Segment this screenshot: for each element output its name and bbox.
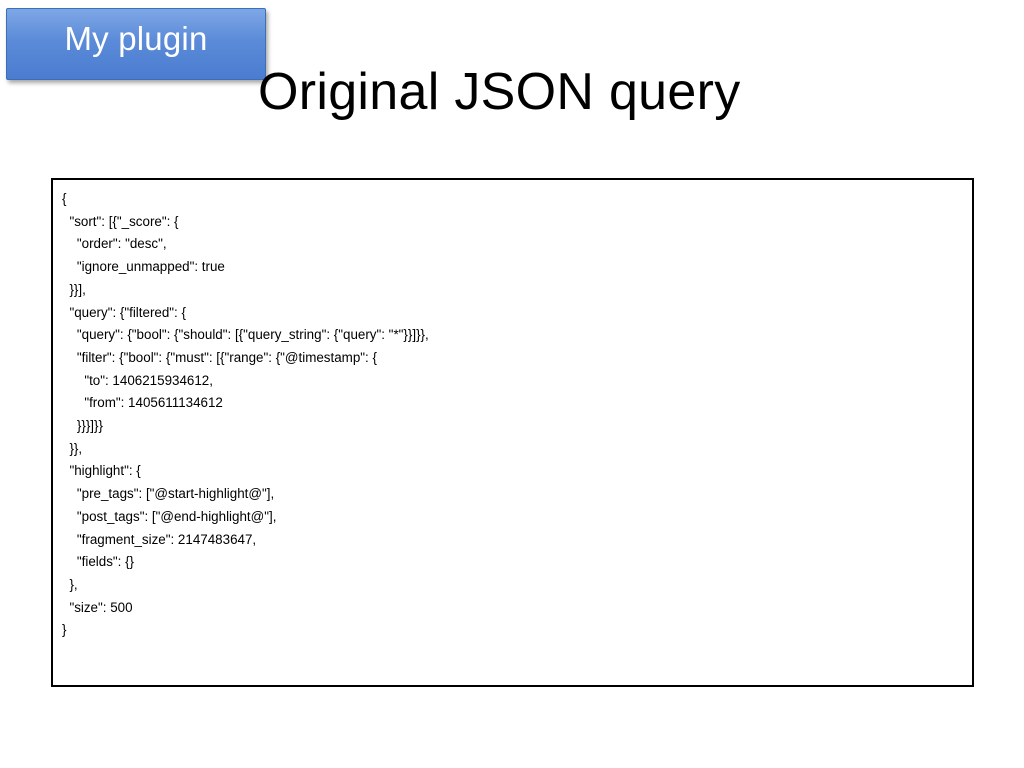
code-line: "size": 500: [62, 599, 133, 615]
code-line: }: [62, 622, 67, 638]
code-line: }}],: [62, 281, 86, 297]
code-line: "filter": {"bool": {"must": [{"range": {…: [62, 349, 377, 365]
code-line: "sort": [{"_score": {: [62, 213, 179, 229]
code-line: "to": 1406215934612,: [62, 372, 213, 388]
code-line: {: [62, 191, 67, 206]
code-line: "query": {"bool": {"should": [{"query_st…: [62, 327, 429, 343]
json-code-frame: { "sort": [{"_score": { "order": "desc",…: [51, 178, 974, 687]
code-line: "fragment_size": 2147483647,: [62, 531, 257, 547]
code-line: "ignore_unmapped": true: [62, 259, 225, 275]
plugin-tag-label: My plugin: [64, 20, 208, 57]
code-line: "highlight": {: [62, 463, 141, 479]
code-line: "from": 1405611134612: [62, 395, 223, 411]
code-line: "fields": {}: [62, 554, 135, 570]
code-line: }}}]}}: [62, 418, 103, 434]
code-line: }},: [62, 440, 83, 456]
code-line: "post_tags": ["@end-highlight@"],: [62, 508, 277, 524]
plugin-tag-box: My plugin: [6, 8, 266, 80]
code-line: "order": "desc",: [62, 236, 167, 252]
code-line: "query": {"filtered": {: [62, 304, 186, 320]
code-line: "pre_tags": ["@start-highlight@"],: [62, 486, 275, 502]
slide-title: Original JSON query: [258, 63, 741, 121]
code-line: },: [62, 576, 78, 592]
